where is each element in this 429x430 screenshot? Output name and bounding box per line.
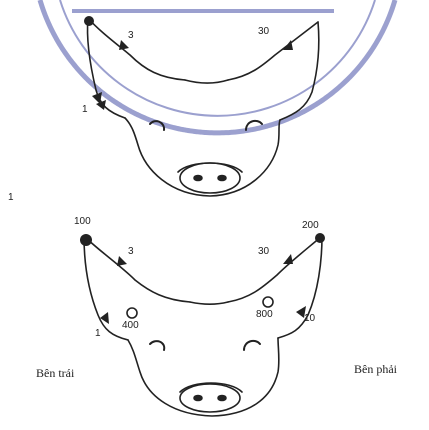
left-side-caption: Bên trái [36,366,74,381]
right-side-caption: Bên phải [354,362,397,377]
bottom-label-400: 400 [122,320,139,331]
bottom-label-100: 100 [74,216,91,227]
bottom-label-800: 800 [256,309,273,320]
stray-mark: 1 [8,192,14,203]
top-label-30: 30 [258,26,269,37]
bottom-label-10: 10 [304,313,315,324]
bottom-label-1: 1 [95,328,101,339]
bottom-notches [80,233,325,324]
bottom-label-200: 200 [302,220,319,231]
bottom-label-3: 3 [128,246,134,257]
bottom-label-30: 30 [258,246,269,257]
top-label-1: 1 [82,104,88,115]
top-label-3: 3 [128,30,134,41]
